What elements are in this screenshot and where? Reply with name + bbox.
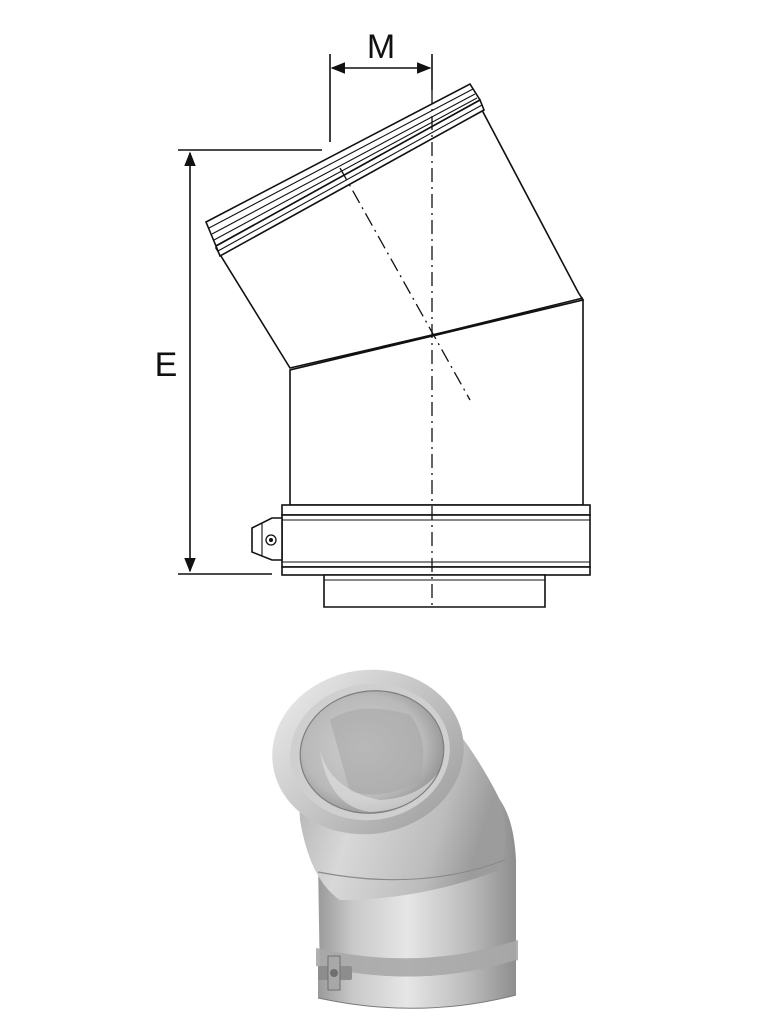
technical-drawing: M E (155, 28, 591, 610)
angled-centerline (339, 167, 471, 401)
bottom-spigot (323, 574, 546, 608)
3d-render (272, 669, 518, 1009)
clamp-band (281, 504, 591, 576)
height-dimension: E (155, 149, 322, 575)
offset-label: M (367, 28, 395, 66)
clamp-screw (251, 517, 283, 561)
height-label: E (155, 346, 178, 384)
offset-dimension: M (329, 28, 433, 142)
render-clamp-screw (318, 955, 352, 991)
top-collar (204, 82, 486, 258)
